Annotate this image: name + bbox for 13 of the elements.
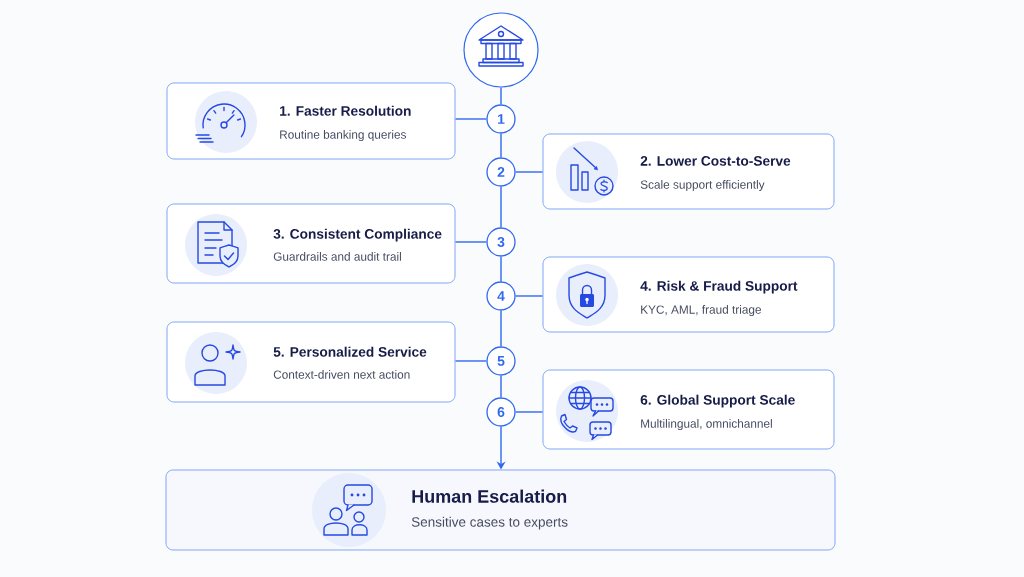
connector-line xyxy=(500,309,502,348)
connector-line xyxy=(500,86,502,106)
connector-line xyxy=(500,185,502,229)
connector-line xyxy=(454,118,488,120)
connector-line xyxy=(454,360,488,362)
connector-line xyxy=(500,374,502,399)
connector-line xyxy=(500,132,502,159)
connector-line xyxy=(454,241,488,243)
connector-line xyxy=(514,295,544,297)
connector-line xyxy=(514,411,544,413)
info-card: Human Escalation Sensitive cases to experts xyxy=(165,469,836,551)
connector-line xyxy=(514,171,544,173)
connector-line xyxy=(500,255,502,283)
